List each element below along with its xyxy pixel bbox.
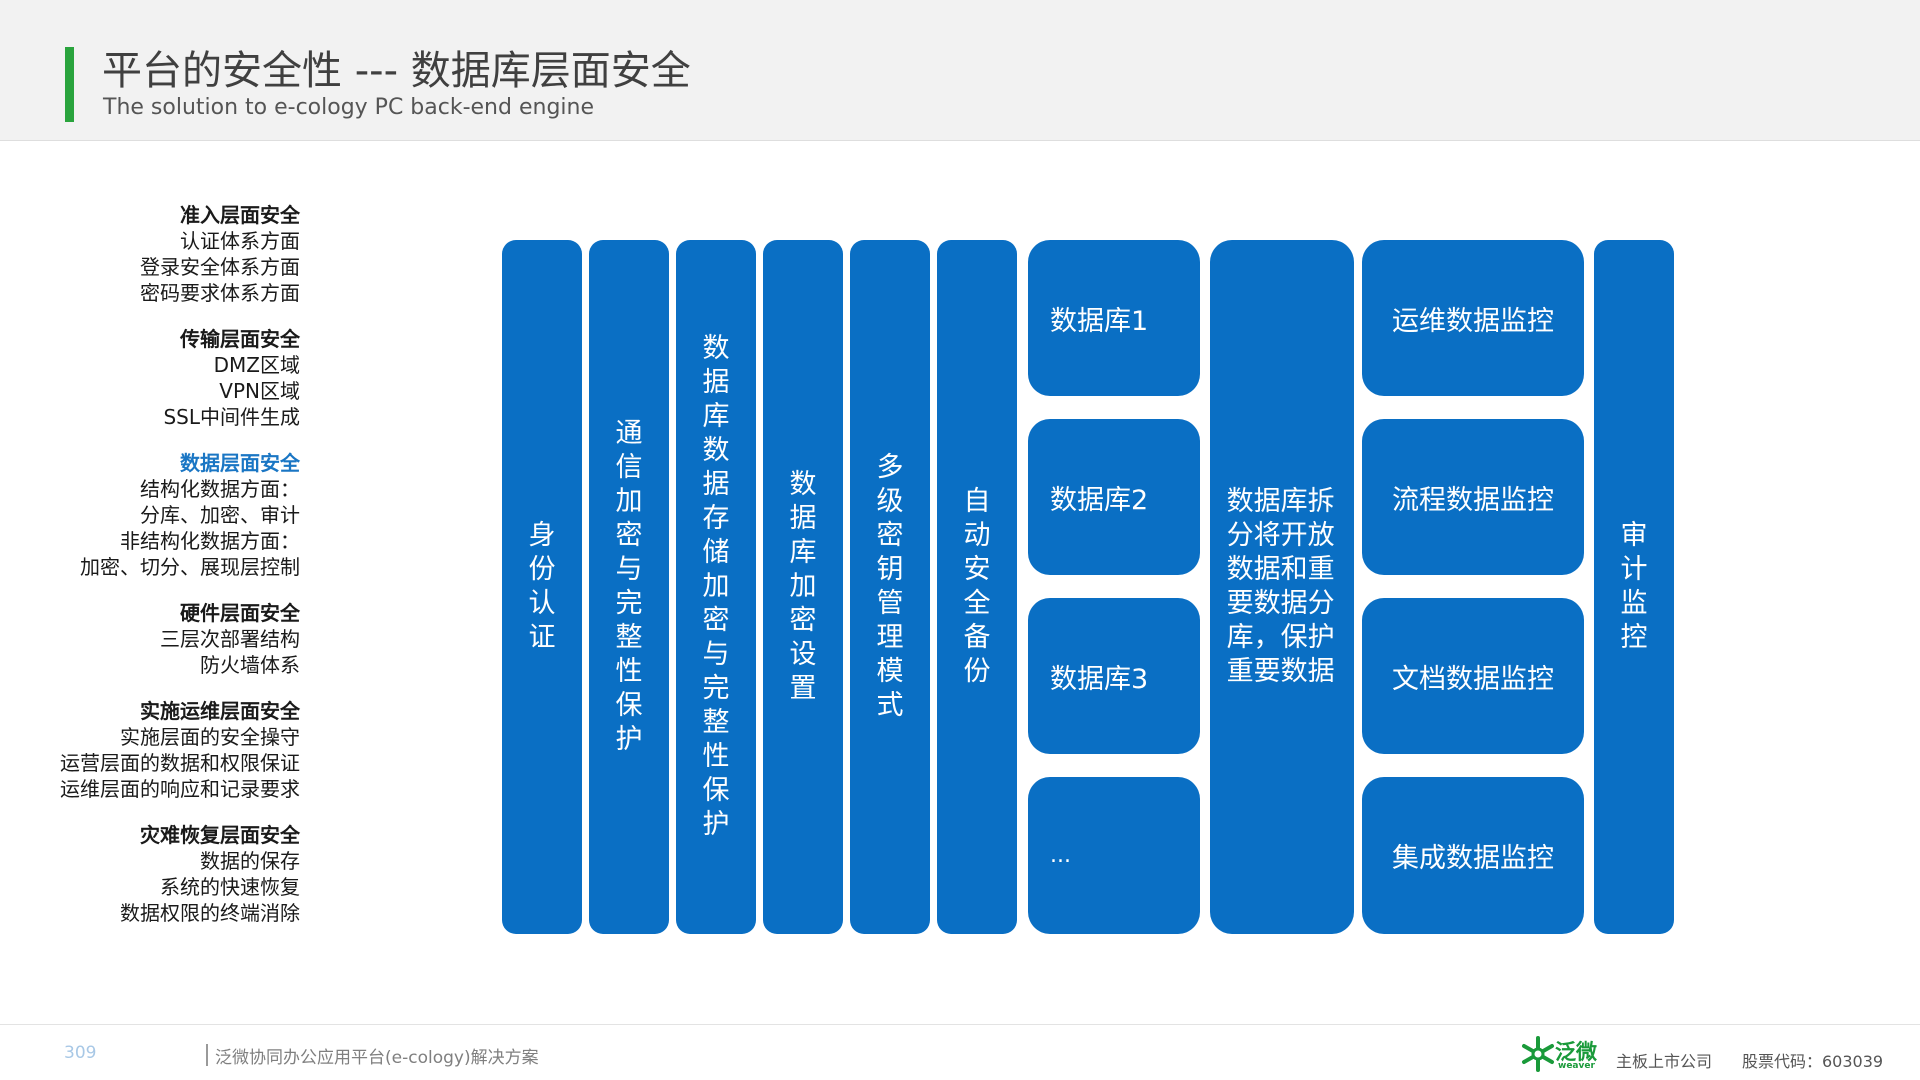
block-db-encryption-settings: 数据库加密设置 [763, 240, 843, 934]
legend-section-operations: 实施运维层面安全 实施层面的安全操守 运营层面的数据和权限保证 运维层面的响应和… [30, 698, 300, 802]
block-audit-monitor: 审计监控 [1594, 240, 1674, 934]
page-subtitle: The solution to e-cology PC back-end eng… [103, 95, 594, 120]
legend-section-hardware: 硬件层面安全 三层次部署结构 防火墙体系 [30, 600, 300, 678]
listed-company-label: 主板上市公司 [1616, 1052, 1713, 1071]
block-label: 通信加密与完整性保护 [615, 418, 643, 755]
legend-line: 非结构化数据方面： [120, 529, 300, 553]
legend-line: 数据的保存 [200, 849, 300, 873]
block-workflow-monitor: 流程数据监控 [1362, 419, 1584, 575]
legend-line: 加密、切分、展现层控制 [80, 555, 300, 579]
block-comm-encryption: 通信加密与完整性保护 [589, 240, 669, 934]
block-label: 数据库1 [1050, 305, 1149, 337]
block-label: 数据库拆分将开放数据和重要数据分库，保护重要数据 [1226, 486, 1335, 687]
legend-line: 密码要求体系方面 [140, 281, 300, 305]
block-identity-auth: 身份认证 [502, 240, 582, 934]
block-label: 数据库加密设置 [789, 469, 817, 704]
legend-line: 分库、加密、审计 [140, 503, 300, 527]
block-label: 审计监控 [1620, 520, 1648, 653]
legend-line: 结构化数据方面： [140, 477, 300, 501]
legend-line: 运营层面的数据和权限保证 [60, 751, 300, 775]
block-document-monitor: 文档数据监控 [1362, 598, 1584, 754]
legend-heading: 灾难恢复层面安全 [140, 823, 300, 847]
block-db-split: 数据库拆分将开放数据和重要数据分库，保护重要数据 [1210, 240, 1354, 934]
legend-line: SSL中间件生成 [163, 405, 300, 429]
footer-separator [206, 1044, 208, 1066]
legend-line: VPN区域 [219, 379, 300, 403]
legend-section-data: 数据层面安全 结构化数据方面： 分库、加密、审计 非结构化数据方面： 加密、切分… [30, 450, 300, 580]
legend-heading: 准入层面安全 [180, 203, 300, 227]
block-label: 流程数据监控 [1392, 484, 1554, 516]
logo-text-en: weaver [1558, 1061, 1595, 1071]
title-accent-bar [65, 47, 74, 122]
block-label: 文档数据监控 [1392, 663, 1554, 695]
block-storage-encryption: 数据库数据存储加密与完整性保护 [676, 240, 756, 934]
legend-line: 防火墙体系 [200, 653, 300, 677]
block-auto-backup: 自动安全备份 [937, 240, 1017, 934]
weaver-logo: 泛微 weaver [1518, 1034, 1604, 1074]
block-label: 数据库数据存储加密与完整性保护 [702, 333, 730, 840]
legend-heading-highlighted: 数据层面安全 [180, 451, 300, 475]
page-number: 309 [64, 1043, 97, 1063]
legend-heading: 实施运维层面安全 [140, 699, 300, 723]
block-label: ... [1050, 843, 1071, 868]
logo-text-cn: 泛微 [1555, 1040, 1597, 1064]
block-ops-monitor: 运维数据监控 [1362, 240, 1584, 396]
legend-line: 三层次部署结构 [160, 627, 300, 651]
legend-line: 实施层面的安全操守 [120, 725, 300, 749]
stock-code-label: 股票代码：603039 [1742, 1052, 1884, 1071]
legend-line: 数据权限的终端消除 [120, 901, 300, 925]
block-database-2: 数据库2 [1028, 419, 1200, 575]
block-database-1: 数据库1 [1028, 240, 1200, 396]
legend-section-transport: 传输层面安全 DMZ区域 VPN区域 SSL中间件生成 [30, 326, 300, 430]
legend-heading: 硬件层面安全 [180, 601, 300, 625]
block-database-3: 数据库3 [1028, 598, 1200, 754]
legend-line: 系统的快速恢复 [160, 875, 300, 899]
page-title: 平台的安全性 --- 数据库层面安全 [102, 48, 691, 94]
block-key-management: 多级密钥管理模式 [850, 240, 930, 934]
legend-line: 运维层面的响应和记录要求 [60, 777, 300, 801]
block-label: 数据库3 [1050, 663, 1149, 695]
footer-doc-title: 泛微协同办公应用平台(e-cology)解决方案 [215, 1048, 539, 1068]
footer-divider [0, 1024, 1920, 1025]
legend-line: 认证体系方面 [180, 229, 300, 253]
block-label: 运维数据监控 [1392, 305, 1554, 337]
block-label: 身份认证 [528, 520, 556, 653]
block-label: 集成数据监控 [1392, 843, 1554, 874]
snowflake-logo-icon [1522, 1036, 1554, 1072]
legend-heading: 传输层面安全 [180, 327, 300, 351]
block-database-more: ... [1028, 777, 1200, 934]
block-label: 多级密钥管理模式 [876, 452, 904, 721]
legend-section-recovery: 灾难恢复层面安全 数据的保存 系统的快速恢复 数据权限的终端消除 [30, 822, 300, 926]
page-header: 平台的安全性 --- 数据库层面安全 The solution to e-col… [0, 0, 1920, 141]
legend-line: 登录安全体系方面 [140, 255, 300, 279]
legend-section-access: 准入层面安全 认证体系方面 登录安全体系方面 密码要求体系方面 [30, 202, 300, 306]
security-legend: 准入层面安全 认证体系方面 登录安全体系方面 密码要求体系方面 传输层面安全 D… [30, 202, 300, 946]
legend-line: DMZ区域 [213, 353, 300, 377]
block-integration-monitor: 集成数据监控 [1362, 777, 1584, 934]
block-label: 数据库2 [1050, 484, 1149, 516]
block-label: 自动安全备份 [963, 486, 991, 687]
